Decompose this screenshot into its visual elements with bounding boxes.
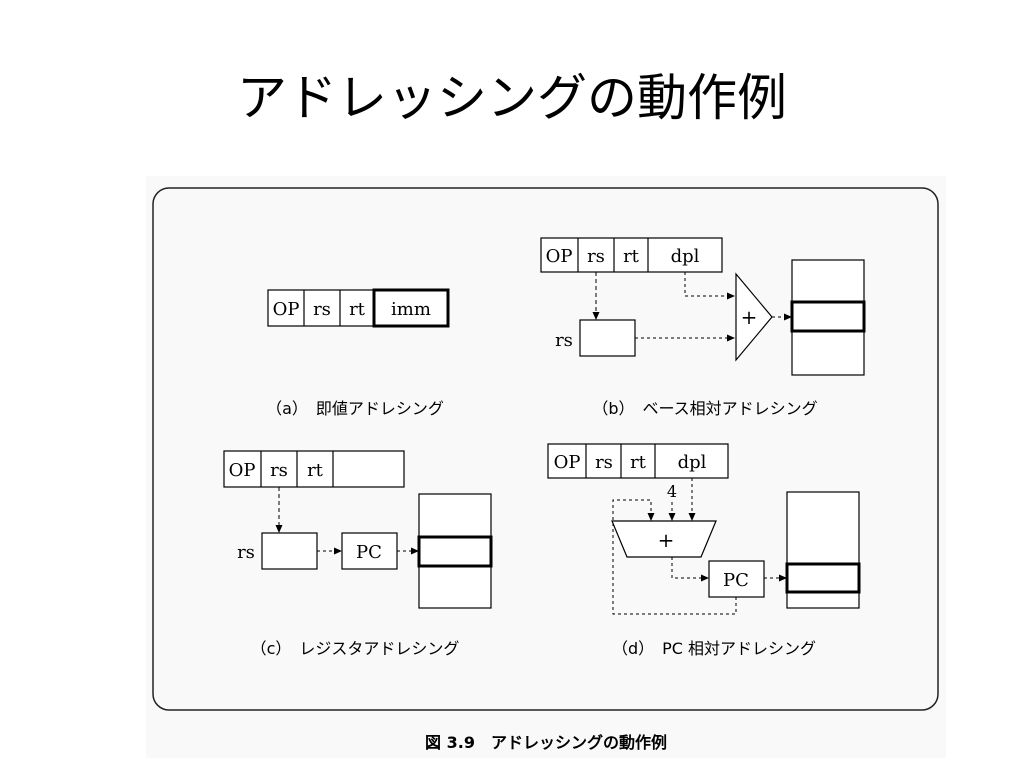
figure-caption: 図 3.9 アドレッシングの動作例 <box>425 733 667 752</box>
pc-label: PC <box>723 570 749 591</box>
memory-word-highlight <box>417 535 493 568</box>
register-rs-box <box>579 319 636 357</box>
field-rs: rs <box>313 299 331 320</box>
adder-triangle <box>735 272 773 362</box>
memory-word-highlight <box>785 562 861 594</box>
caption-a: （a） 即値アドレシング <box>266 399 444 418</box>
field-dpl: dpl <box>678 452 707 473</box>
caption-b: （b） ベース相対アドレシング <box>592 399 817 418</box>
field-rs: rs <box>587 246 605 267</box>
imm-field-highlight <box>372 288 450 328</box>
pc-label: PC <box>356 542 382 563</box>
panel-c-register: OP rs rt rs PC （c） レジスタアドレシング <box>223 450 493 658</box>
field-rs: rs <box>270 460 288 481</box>
adder-symbol: + <box>658 528 675 552</box>
panel-b-base-relative: OP rs rt dpl rs + （b） ベース相対アドレシング <box>540 237 866 418</box>
slide-title: アドレッシングの動作例 <box>237 69 787 127</box>
field-rt: rt <box>307 460 324 481</box>
figure-frame <box>152 187 939 711</box>
adder-symbol: + <box>741 305 758 329</box>
field-rt: rt <box>349 299 366 320</box>
memory-block <box>791 259 865 376</box>
field-rt: rt <box>630 452 647 473</box>
memory-word-highlight <box>790 300 866 333</box>
register-rs-label: rs <box>237 542 255 563</box>
field-rs: rs <box>595 452 613 473</box>
register-rs-box <box>261 532 318 570</box>
pc-box <box>341 532 398 570</box>
field-imm: imm <box>391 299 431 320</box>
memory-block <box>418 493 492 609</box>
panel-a-immediate: OP rs rt imm （a） 即値アドレシング <box>266 288 450 418</box>
caption-c: （c） レジスタアドレシング <box>251 639 460 658</box>
pc-box <box>708 560 765 598</box>
caption-d: （d） PC 相対アドレシング <box>612 639 816 658</box>
field-rt: rt <box>623 246 640 267</box>
memory-block <box>786 491 860 609</box>
field-op: OP <box>554 452 581 473</box>
constant-four: 4 <box>667 482 677 501</box>
field-op: OP <box>546 246 573 267</box>
panel-d-pc-relative: OP rs rt dpl 4 + PC （d） PC 相対アドレシング <box>547 443 861 658</box>
field-op: OP <box>229 460 256 481</box>
register-rs-label: rs <box>555 330 573 351</box>
adder-trapezoid <box>611 520 717 558</box>
field-op: OP <box>273 299 300 320</box>
field-dpl: dpl <box>671 246 700 267</box>
